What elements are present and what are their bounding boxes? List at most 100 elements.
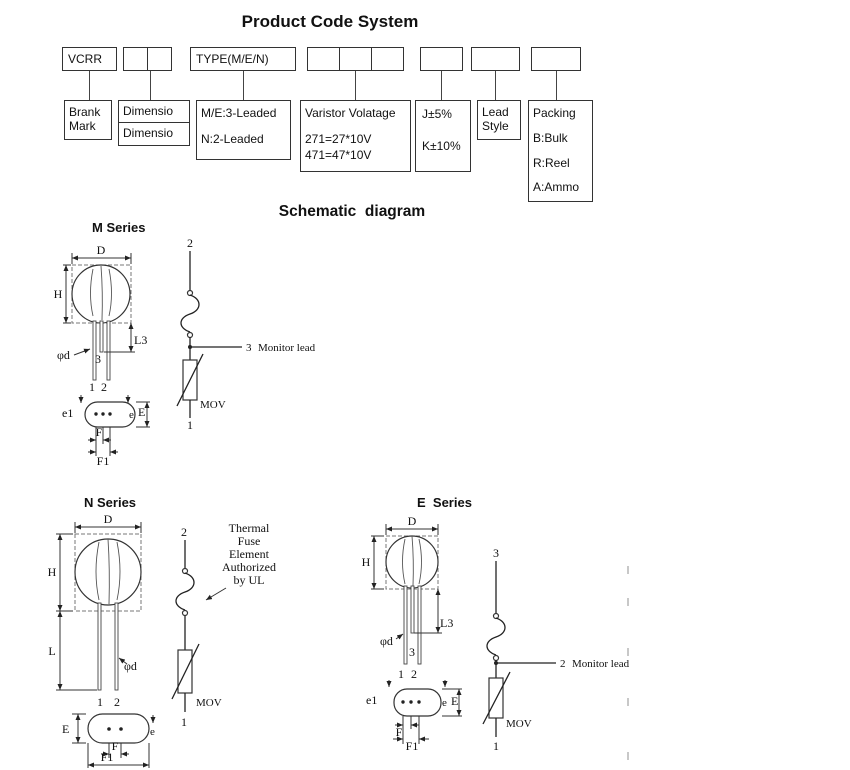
n-note-line-5: by UL [234,573,265,587]
m-disc-body [71,264,131,324]
n-note-arrow [205,587,227,601]
packing-line-1: Packing [533,106,576,120]
n-dim-e-label: e [150,726,155,738]
code-box-volt-1 [307,47,340,71]
m-pin1-label: 1 [89,380,95,394]
m-dim-e-label: e [129,409,134,421]
m-lead-2 [106,320,111,381]
m-dim-d-label: D [97,243,106,257]
code-box-brand: VCRR [62,47,117,71]
e-dim-e-label: e [442,697,447,709]
connector-packing [556,71,557,100]
n-dim-h-label: H [48,565,57,579]
m-circuit-top-pin: 2 [187,236,193,250]
e-pin3-label: 3 [409,645,415,659]
e-pin1-label: 1 [398,667,404,681]
dimension-desc-box: Dimensio Dimensio [118,100,190,146]
m-dim-e1-label: e1 [62,406,73,420]
packing-line-2: B:Bulk [533,131,568,145]
n-series-label: N Series [84,495,137,510]
tolerance-desc-box: J±5% K±10% [415,100,471,172]
lead-line-2: Style [482,119,509,133]
n-series-circuit-drawing: 2 MOV 1 Thermal Fuse Element Authorized … [171,521,276,729]
n-lead-2 [114,602,119,691]
m-lead-1 [92,320,97,381]
n-lead-1 [97,602,102,691]
n-circuit-bottom-pin: 1 [181,715,187,729]
type-line-2: N:2-Leaded [201,132,264,146]
e-dim-f-label: F [396,725,403,739]
lead-line-1: Lead [482,105,509,119]
code-box-volt-2 [339,47,372,71]
e-series-label: E Series [417,495,472,510]
m-series-package-drawing: D H L3 φd 3 1 2 e1 [54,243,150,468]
code-box-dim-2 [147,47,172,71]
dimension-row-2: Dimensio [123,126,174,140]
packing-desc-box: Packing B:Bulk R:Reel A:Ammo [528,100,593,202]
e-lead-2 [417,585,422,665]
n-dim-phid-label: φd [124,659,137,673]
m-pin3-label: 3 [95,352,101,366]
m-dim-phid-label: φd [57,348,70,362]
connector-brand [89,71,90,100]
type-desc-box: M/E:3-Leaded N:2-Leaded [196,100,291,160]
m-dim-f1-label: F1 [97,454,110,468]
voltage-line-2: 271=27*10V [305,132,372,146]
brand-line-1: Brank [69,105,101,119]
brand-desc-box: Brank Mark [64,100,112,140]
e-circuit-bottom-pin: 1 [493,739,499,753]
m-dim-E-label: E [138,405,145,419]
e-thermal-fuse-symbol [486,617,506,656]
connector-lead [495,71,496,100]
e-tap-label: Monitor lead [572,658,630,670]
n-circuit-top-pin: 2 [181,525,187,539]
n-note-line-1: Thermal [229,521,270,535]
e-dim-phid-label: φd [380,634,393,648]
n-dim-E-label: E [62,722,69,736]
connector-dimension [150,71,151,100]
code-box-dim-1 [123,47,148,71]
connector-tolerance [441,71,442,100]
m-pin2-label: 2 [101,380,107,394]
e-circuit-top-pin: 3 [493,546,499,560]
packing-line-4: A:Ammo [533,180,580,194]
n-dim-d-label: D [104,512,113,526]
lead-style-desc-box: Lead Style [477,100,521,140]
product-code-title: Product Code System [241,12,419,31]
dimension-row-1: Dimensio [119,101,189,123]
n-disc-body [74,538,142,606]
m-mov-label: MOV [200,399,226,411]
m-dim-f-label: F [96,425,103,439]
n-note-line-3: Element [229,547,270,561]
n-thermal-fuse-symbol [175,572,195,611]
code-box-packing [531,47,581,71]
schematic-title: Schematic diagram [278,203,426,220]
m-circuit-bottom-pin: 1 [187,418,193,432]
n-dim-f-label: F [112,739,119,753]
m-dim-h-label: H [54,287,63,301]
code-box-tolerance [420,47,463,71]
e-dim-f1-label: F1 [406,739,419,753]
n-note-line-2: Fuse [238,534,261,548]
n-note-line-4: Authorized [222,560,276,574]
e-series-package-drawing: D H L3 φd 3 1 2 e1 [362,514,462,753]
voltage-line-1: Varistor Volatage [305,106,396,120]
connector-voltage [355,71,356,100]
m-dim-l3-label: L3 [134,333,147,347]
tolerance-line-1: J±5% [422,107,452,121]
code-box-type: TYPE(M/E/N) [190,47,296,71]
e-mov-label: MOV [506,718,532,730]
n-series-package-drawing: D H L φd 1 2 E [48,512,156,768]
e-tap-pin-label: 2 [560,658,566,670]
voltage-desc-box: Varistor Volatage 271=27*10V 471=47*10V [300,100,411,172]
voltage-line-3: 471=47*10V [305,148,372,162]
packing-line-3: R:Reel [533,156,570,170]
n-dim-f1-label: F1 [101,750,114,764]
e-disc-body [385,535,439,589]
n-mov-label: MOV [196,697,222,709]
n-pin2-label: 2 [114,695,120,709]
e-dim-l3-label: L3 [440,616,453,630]
code-box-volt-3 [371,47,404,71]
m-tap-label: Monitor lead [258,342,316,354]
